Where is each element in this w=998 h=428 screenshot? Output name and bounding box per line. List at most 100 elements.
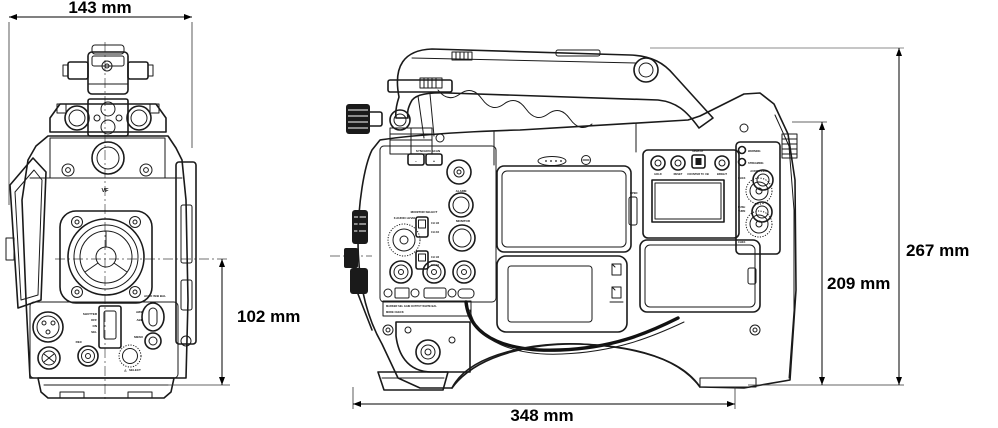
rear-panel-seam bbox=[774, 114, 795, 379]
door-latch bbox=[628, 196, 638, 226]
bottom-fittings bbox=[377, 300, 757, 391]
handle-rear-hole bbox=[633, 57, 659, 83]
front-speaker bbox=[37, 346, 61, 370]
shutter-label: SHUTTER bbox=[83, 312, 98, 316]
bright-label: BRIGHT bbox=[717, 172, 727, 176]
rear-foot bbox=[699, 377, 757, 388]
synchro-plus-button bbox=[425, 153, 443, 166]
side-control-panel: SYNCHRO SCAN − + ALARM MONITOR SELECT CH… bbox=[379, 145, 497, 317]
xlr-connector bbox=[32, 311, 64, 343]
warning-label: WARNING bbox=[748, 149, 761, 153]
filter-wheel-knob bbox=[346, 104, 370, 134]
viewfinder-eyepiece bbox=[62, 44, 154, 95]
synchro-minus-button bbox=[407, 153, 425, 166]
monitor-knob bbox=[448, 224, 476, 252]
rear-xlr-1 bbox=[752, 169, 774, 191]
handle-mount-plate bbox=[49, 98, 167, 137]
lens-clamp-block bbox=[352, 210, 368, 244]
audio-level-label: AUDIO LEVEL bbox=[750, 169, 768, 173]
warning-led bbox=[737, 145, 747, 155]
audio-knob-ch13 bbox=[745, 177, 773, 205]
sd-card-icon-2 bbox=[611, 286, 622, 299]
rec-button bbox=[77, 345, 99, 367]
counter-panel: HOLD RESET DISPLAY COUNTER TC UB BRIGHT bbox=[642, 149, 740, 239]
counter-label: COUNTER TC UB bbox=[687, 172, 709, 176]
plus-glyph: + bbox=[433, 160, 435, 164]
awb-label: AWB bbox=[136, 310, 144, 314]
foot-screw bbox=[415, 339, 441, 365]
knob-1 bbox=[389, 260, 413, 284]
rear-knurl bbox=[781, 133, 798, 159]
shutter-off-label: OFF bbox=[91, 318, 97, 322]
mode-check-label: MODE CHECK bbox=[386, 310, 404, 314]
minus-glyph: − bbox=[415, 160, 417, 164]
dim-label-348: 348 mm bbox=[510, 406, 573, 425]
monitor-select-label: MONITOR SELECT bbox=[411, 210, 438, 214]
select-label: SELECT bbox=[129, 368, 141, 372]
bright-button bbox=[714, 155, 730, 171]
alarm-knob bbox=[448, 192, 474, 218]
streaming-label: STREAMING bbox=[748, 161, 764, 165]
knob-3 bbox=[452, 260, 476, 284]
lcd-counter-display bbox=[651, 179, 725, 223]
lcd-door: OPEN bbox=[496, 155, 638, 253]
push-label: PUSH bbox=[738, 205, 745, 209]
ch12-label-1: CH 1/2 bbox=[431, 221, 440, 225]
monitor-select-switch bbox=[415, 216, 429, 238]
handle-grip-ridges bbox=[437, 89, 593, 129]
menu-button bbox=[144, 332, 162, 350]
dim-label-102: 102 mm bbox=[237, 307, 300, 326]
shutter-on-label: ON bbox=[93, 324, 98, 328]
lens-mount bbox=[59, 210, 153, 304]
knob-2 bbox=[422, 260, 446, 284]
card-slot-door bbox=[496, 255, 628, 333]
reset-label: RESET bbox=[674, 172, 683, 176]
display-label: DISPLAY bbox=[692, 149, 703, 153]
right-side-strip bbox=[175, 161, 197, 345]
dim-label-209: 209 mm bbox=[827, 274, 890, 293]
vf-left-knob bbox=[67, 61, 89, 80]
rear-xlr-2 bbox=[751, 201, 773, 223]
f-audio-level-label: F.AUDIO LEVEL bbox=[394, 216, 417, 220]
turn-label: TURN bbox=[738, 209, 745, 213]
alarm-label: ALARM bbox=[456, 189, 467, 193]
audio-ch-switch bbox=[415, 250, 429, 270]
shutter-switch bbox=[98, 305, 122, 349]
function-label-plate bbox=[382, 300, 472, 317]
side-screw bbox=[180, 335, 192, 347]
carry-handle bbox=[394, 48, 714, 139]
lens-lock-lever bbox=[344, 248, 358, 268]
reset-button bbox=[670, 155, 686, 171]
rec-label: REC bbox=[76, 340, 83, 344]
awb-switch bbox=[141, 302, 165, 332]
ch34-label-1: CH 3/4 bbox=[431, 230, 440, 234]
warning-triangle: ⚠ bbox=[124, 369, 127, 373]
front-control-panel: SHUTTER OFF ON SEL REC ⚠ SELECT AUTO W/B… bbox=[29, 294, 192, 379]
front-view-drawing: VF SHUTT bbox=[5, 42, 230, 402]
ch13-label: CH1/3 bbox=[738, 176, 746, 180]
dim-label-143: 143 mm bbox=[68, 0, 131, 17]
dim-label-267: 267 mm bbox=[906, 241, 969, 260]
audio-level-panel: WARNING STREAMING AUDIO LEVEL CH1/3 PUSH… bbox=[735, 141, 781, 255]
dimension-annotations: 143 mm 102 mm 267 mm 209 mm 348 mm bbox=[8, 0, 969, 425]
underside-arch bbox=[451, 342, 701, 389]
vf-lock-knob bbox=[389, 109, 411, 131]
ch24-label: CH2/4 bbox=[738, 240, 746, 244]
left-clip bbox=[5, 237, 15, 261]
vf-label: VF bbox=[101, 188, 109, 194]
front-foot-pad bbox=[377, 371, 449, 391]
front-body-outline bbox=[5, 135, 197, 379]
ch12-label-2: CH 1/2 bbox=[431, 255, 440, 259]
hold-label: HOLD bbox=[654, 172, 661, 176]
rear-lower-door bbox=[639, 239, 761, 313]
f-audio-level-knob bbox=[387, 223, 421, 257]
front-mid-plate: VF bbox=[49, 137, 166, 194]
monitor-label: MONITOR bbox=[456, 219, 471, 223]
streaming-led bbox=[737, 157, 747, 167]
abb-label: ABB bbox=[137, 318, 144, 322]
hold-button bbox=[650, 155, 666, 171]
sd-card-icon-1 bbox=[611, 263, 622, 276]
select-knob bbox=[118, 344, 142, 368]
